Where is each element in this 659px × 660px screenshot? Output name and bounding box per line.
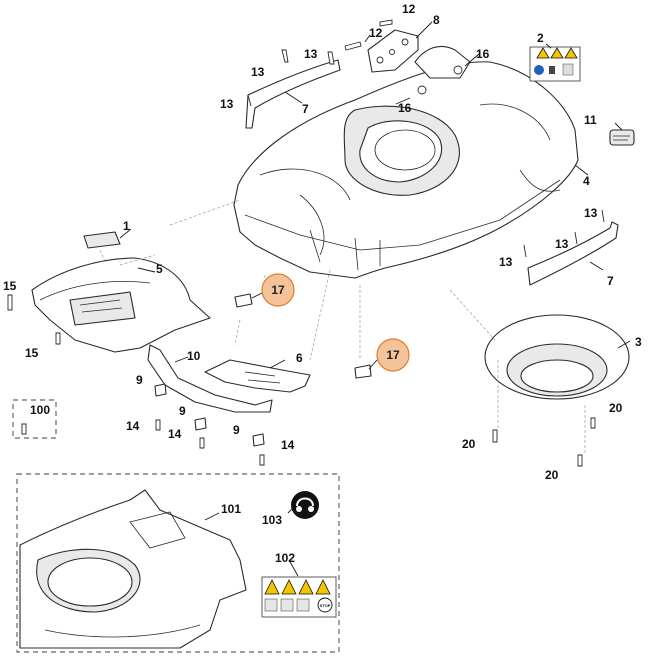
callout-11[interactable]: 11 <box>584 113 597 127</box>
warning-label-part-2 <box>529 46 581 82</box>
screw-part-14-c <box>259 454 265 466</box>
callout-13-c[interactable]: 13 <box>220 97 234 111</box>
callout-17-b[interactable]: 17 <box>386 348 400 362</box>
callout-14-c[interactable]: 14 <box>281 438 295 452</box>
side-rail-part-7-left <box>245 49 341 129</box>
callout-17-highlight-b[interactable] <box>376 338 410 372</box>
front-cover-part-5 <box>31 257 211 353</box>
callout-16-a[interactable]: 16 <box>476 47 490 61</box>
callout-8[interactable]: 8 <box>433 13 440 27</box>
callout-2[interactable]: 2 <box>537 31 544 45</box>
callout-12-b[interactable]: 12 <box>402 2 416 16</box>
clip-part-9-c <box>252 433 265 447</box>
callout-20-a[interactable]: 20 <box>462 437 476 451</box>
warning-label-part-102: STOP <box>261 576 337 618</box>
ear-protection-icon-103 <box>291 491 319 519</box>
callout-13-e[interactable]: 13 <box>555 237 569 251</box>
callout-13-f[interactable]: 13 <box>499 255 513 269</box>
callout-17-highlight-a[interactable] <box>261 273 295 307</box>
callout-102[interactable]: 102 <box>275 551 295 565</box>
callout-13-b[interactable]: 13 <box>251 65 265 79</box>
callout-1[interactable]: 1 <box>123 219 130 233</box>
screw-part-14-a <box>155 419 161 431</box>
kit-box-100 <box>12 399 57 439</box>
discharge-ring-part-3 <box>484 314 630 400</box>
callout-13-d[interactable]: 13 <box>584 206 598 220</box>
mower-housing-part-4 <box>233 45 579 279</box>
badge-part-11 <box>609 129 635 146</box>
callout-5[interactable]: 5 <box>156 262 163 276</box>
screw-part-14-b <box>199 437 205 449</box>
screw-part-15-a <box>7 294 13 311</box>
callout-9-b[interactable]: 9 <box>179 404 186 418</box>
callout-4[interactable]: 4 <box>583 174 590 188</box>
callout-12-a[interactable]: 12 <box>369 26 383 40</box>
screw-part-20-c <box>577 454 583 467</box>
callout-13-a[interactable]: 13 <box>304 47 318 61</box>
handle-bracket-part-8 <box>367 21 433 73</box>
callout-103[interactable]: 103 <box>262 513 282 527</box>
callout-9-c[interactable]: 9 <box>233 423 240 437</box>
clip-part-17-b <box>354 364 372 379</box>
housing-part-101 <box>19 489 247 649</box>
callout-3[interactable]: 3 <box>635 335 642 349</box>
clip-part-9-a <box>154 383 167 397</box>
shield-part-6 <box>204 359 311 393</box>
screw-part-20-b <box>590 417 596 429</box>
callout-6[interactable]: 6 <box>296 351 303 365</box>
callout-17-a[interactable]: 17 <box>271 283 285 297</box>
callout-9-a[interactable]: 9 <box>136 373 143 387</box>
pad-part-1 <box>83 231 121 249</box>
callout-15-b[interactable]: 15 <box>25 346 39 360</box>
nut-part-16-b <box>417 85 427 95</box>
callout-100[interactable]: 100 <box>30 403 50 417</box>
bolt-part-12 <box>344 19 393 51</box>
callout-7-right[interactable]: 7 <box>607 274 614 288</box>
callout-10[interactable]: 10 <box>187 349 201 363</box>
callout-15-a[interactable]: 15 <box>3 279 17 293</box>
kit-box-101 <box>16 473 340 653</box>
deflector-part-10 <box>147 344 273 413</box>
nut-part-16-a <box>453 65 463 75</box>
screw-part-20-a <box>492 429 498 443</box>
callout-16-b[interactable]: 16 <box>398 101 412 115</box>
callout-7-left[interactable]: 7 <box>302 102 309 116</box>
stop-icon-text: STOP <box>320 603 331 608</box>
callout-101[interactable]: 101 <box>221 502 241 516</box>
callout-20-c[interactable]: 20 <box>545 468 559 482</box>
screw-part-15-b <box>55 332 61 345</box>
clip-part-17-a <box>234 293 253 308</box>
callout-20-b[interactable]: 20 <box>609 401 623 415</box>
side-rail-part-7-right <box>523 209 619 286</box>
clip-part-9-b <box>194 417 207 431</box>
callout-14-b[interactable]: 14 <box>168 427 182 441</box>
callout-14-a[interactable]: 14 <box>126 419 140 433</box>
